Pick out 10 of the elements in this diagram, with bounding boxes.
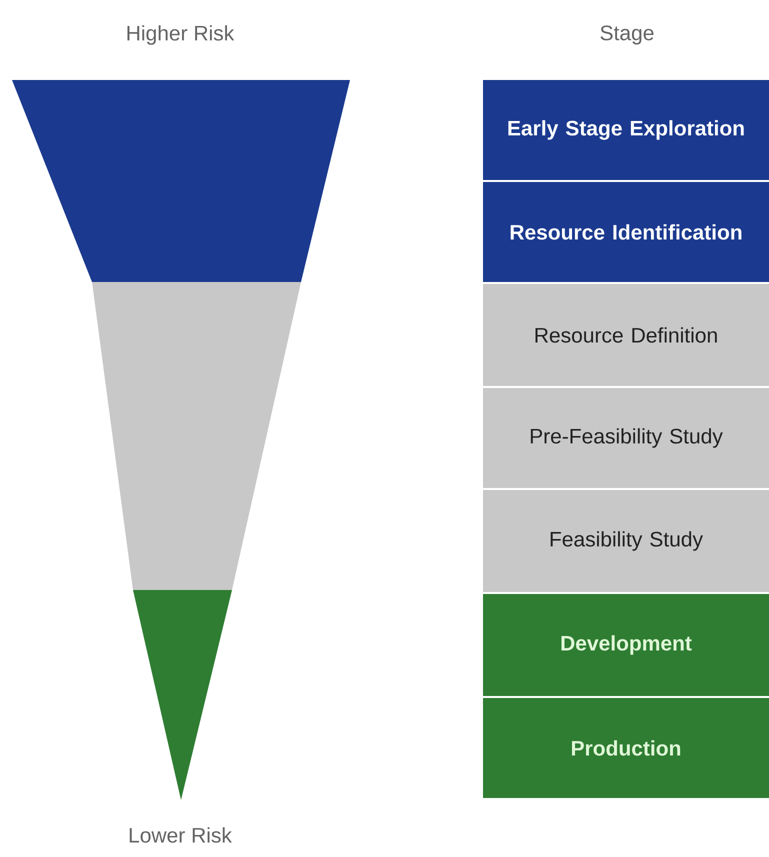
stage-box: Development: [483, 594, 769, 696]
stage-box: Pre-Feasibility Study: [483, 388, 769, 488]
stage-box: Production: [483, 698, 769, 798]
stage-box: Resource Identification: [483, 182, 769, 282]
heading: Lower Risk: [130, 827, 232, 843]
stage-box: Early Stage Exploration: [483, 80, 769, 180]
stage-box: Resource Definition: [483, 284, 769, 386]
heading: Higher Risk: [127, 25, 234, 45]
heading: Stage: [600, 26, 654, 45]
stage-box: Feasibility Study: [483, 490, 769, 592]
